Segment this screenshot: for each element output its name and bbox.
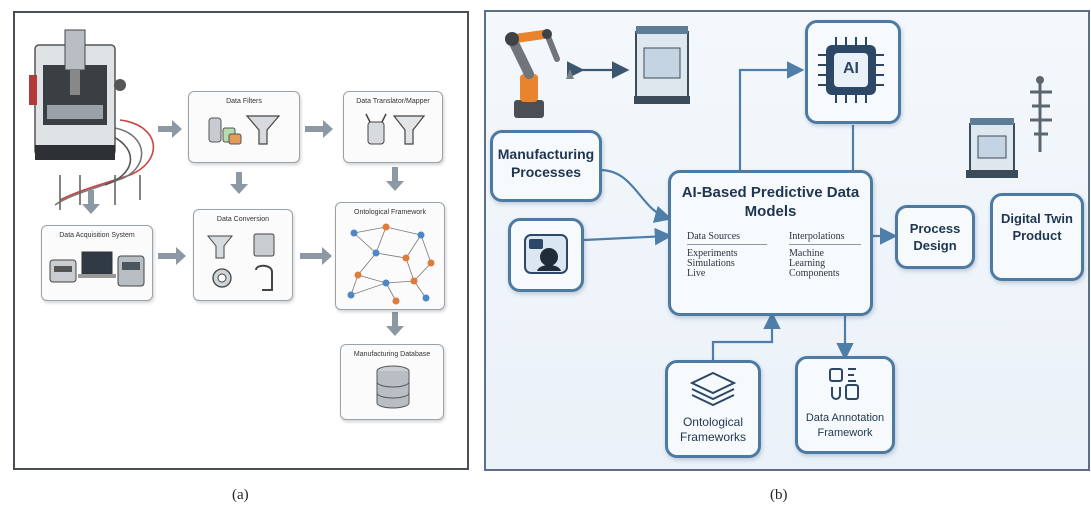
frame-machine-icon xyxy=(634,26,690,104)
ai-chip-label: AI xyxy=(843,60,859,77)
arrow-sensor-to-model xyxy=(583,227,673,246)
interpolation-item: Components xyxy=(789,268,840,279)
data-translator-box: Data Translator/Mapper xyxy=(343,91,443,163)
arrow-model-to-ai xyxy=(738,61,805,170)
data-source-item: Live xyxy=(687,268,706,279)
data-source-item: Simulations xyxy=(687,258,735,269)
data-conversion-box: Data Conversion xyxy=(193,209,293,301)
arrow-machine-to-filters xyxy=(158,120,182,138)
caption-b: (b) xyxy=(770,487,788,503)
arrow-filters-to-translator xyxy=(305,120,333,138)
interpolation-item: Learning xyxy=(789,258,826,269)
data-acquisition-box: Data Acquisition System xyxy=(41,225,153,301)
arrow-ontology-to-database xyxy=(386,312,404,336)
digital-twin-product-label: Digital Twin Product xyxy=(1001,211,1073,243)
data-sources-header: Data Sources xyxy=(687,231,741,242)
arrow-machine-to-acquisition xyxy=(82,190,100,214)
layers-icon xyxy=(689,371,737,407)
interpolations-header: Interpolations xyxy=(789,231,845,242)
conversion-icons xyxy=(206,233,275,291)
data-sources-divider xyxy=(687,244,767,245)
interpolations-list: Machine Learning Components xyxy=(789,249,840,279)
flow-arrows xyxy=(82,120,404,336)
translator-icons xyxy=(365,113,426,145)
manufacturing-processes-label: Manufacturing Processes xyxy=(497,146,595,180)
predictive-models-title: AI-Based Predictive Data Models xyxy=(681,184,860,220)
ontology-network-icon xyxy=(347,223,435,305)
data-conversion-title: Data Conversion xyxy=(216,216,270,223)
data-translator-title: Data Translator/Mapper xyxy=(356,98,430,105)
interpolation-item: Machine xyxy=(789,248,824,259)
predictive-models-box: AI-Based Predictive Data Models Data Sou… xyxy=(668,170,873,316)
ontological-framework-box: Ontological Framework xyxy=(335,202,445,310)
ontological-frameworks-box: Ontological Frameworks xyxy=(665,360,761,458)
ai-chip-box: AI xyxy=(805,20,901,124)
annotation-icon xyxy=(829,368,859,400)
ontological-framework-title: Ontological Framework xyxy=(354,209,426,216)
manufacturing-processes-box: Manufacturing Processes xyxy=(490,130,602,202)
robot-arm-illustration xyxy=(492,14,582,124)
cnc-cables xyxy=(54,119,155,210)
operator-monitor-icon xyxy=(524,234,568,274)
data-acquisition-title: Data Acquisition System xyxy=(59,232,135,239)
digital-twin-product-box: Digital Twin Product xyxy=(990,193,1084,281)
acquisition-devices-icon xyxy=(49,251,145,287)
data-filters-box: Data Filters xyxy=(188,91,300,163)
frame-machine-illustration xyxy=(628,18,698,110)
operator-sensor-box xyxy=(508,218,584,292)
cnc-machine-icon xyxy=(29,29,126,160)
arrow-filters-to-conversion xyxy=(230,172,248,194)
process-design-label: Process Design xyxy=(909,221,961,253)
arrow-processes-to-model xyxy=(599,168,673,223)
arrow-acquisition-to-conversion xyxy=(158,247,186,265)
data-annotation-box: Data Annotation Framework xyxy=(795,356,895,454)
ontology-nodes xyxy=(347,223,435,305)
process-design-box: Process Design xyxy=(895,205,975,269)
arrow-translator-to-ontology xyxy=(386,167,404,191)
filter-icons xyxy=(208,115,281,145)
data-sources-list: Experiments Simulations Live xyxy=(687,249,738,279)
caption-a: (a) xyxy=(232,487,249,503)
twin-machines-icon xyxy=(966,76,1052,178)
cnc-machine-illustration xyxy=(25,25,135,175)
robot-arm-icon xyxy=(505,29,574,118)
manufacturing-database-box: Manufacturing Database xyxy=(340,344,444,420)
data-annotation-label: Data Annotation Framework xyxy=(805,412,885,439)
database-icon xyxy=(376,365,410,409)
arrow-conversion-to-ontology xyxy=(300,247,332,265)
manufacturing-database-title: Manufacturing Database xyxy=(353,351,431,358)
data-filters-title: Data Filters xyxy=(226,98,262,105)
ai-chip-icon xyxy=(818,37,884,103)
interpolations-divider xyxy=(789,244,861,245)
digital-twin-machines-illustration xyxy=(960,72,1070,182)
ontological-frameworks-label: Ontological Frameworks xyxy=(679,415,746,444)
data-source-item: Experiments xyxy=(687,248,738,259)
arrow-frameworks-to-model xyxy=(711,311,781,360)
